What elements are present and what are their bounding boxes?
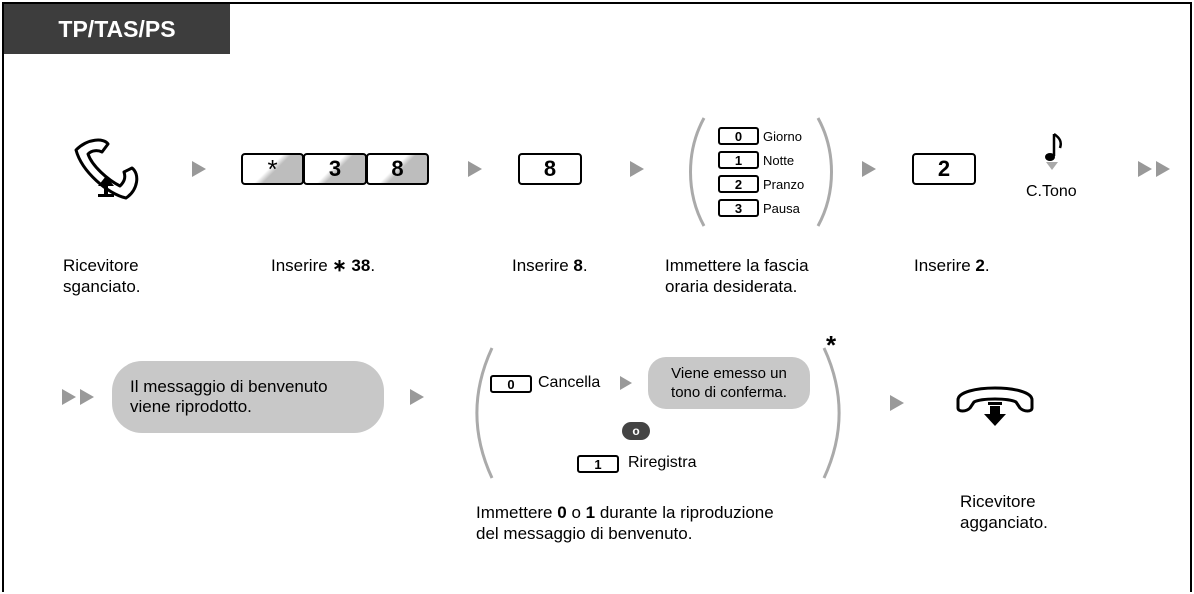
caption-text: . bbox=[370, 256, 376, 275]
caption-text: . bbox=[984, 256, 990, 275]
key-8-single: 8 bbox=[518, 153, 582, 185]
next-arrow bbox=[192, 161, 206, 177]
key-0: 0 bbox=[718, 127, 759, 145]
key-1: 1 bbox=[718, 151, 759, 169]
continue-arrow bbox=[80, 389, 94, 405]
caption-bold: 2 bbox=[975, 256, 985, 275]
next-arrow bbox=[630, 161, 644, 177]
footnote-asterisk: * bbox=[826, 330, 837, 360]
key-3: 3 bbox=[303, 153, 367, 185]
tone-label: C.Tono bbox=[1026, 183, 1077, 200]
option-parentheses bbox=[475, 347, 841, 479]
greeting-text: Il messaggio di benvenuto viene riprodot… bbox=[130, 377, 328, 417]
option-giorno: 0 Giorno bbox=[718, 124, 804, 148]
next-arrow bbox=[862, 161, 876, 177]
caption-line: Ricevitore bbox=[63, 256, 139, 275]
caption-line: agganciato. bbox=[960, 513, 1048, 532]
time-mode-options: 0 Giorno 1 Notte 2 Pranzo 3 Pausa bbox=[718, 124, 804, 220]
option-label: Notte bbox=[763, 152, 795, 168]
key-star: * bbox=[241, 153, 304, 185]
option-label: Pranzo bbox=[763, 176, 805, 192]
next-arrow bbox=[410, 389, 424, 405]
option-rerecord-label: Riregistra bbox=[628, 454, 697, 471]
option-label: Giorno bbox=[763, 128, 803, 144]
continue-arrow bbox=[1138, 161, 1152, 177]
option-label: Pausa bbox=[763, 200, 800, 216]
key-0: 0 bbox=[490, 375, 532, 393]
caption-line: del messaggio di benvenuto. bbox=[476, 524, 693, 543]
option-pranzo: 2 Pranzo bbox=[718, 172, 804, 196]
option-parentheses bbox=[689, 117, 833, 227]
pill-line: Il messaggio di benvenuto bbox=[130, 377, 328, 396]
caption-enter-8: Inserire 8. bbox=[512, 255, 588, 276]
option-notte: 1 Notte bbox=[718, 148, 804, 172]
greeting-playback-pill: Il messaggio di benvenuto viene riprodot… bbox=[112, 361, 384, 433]
caption-enter-star38: Inserire ∗ 38. bbox=[271, 255, 375, 276]
caption-enter-2: Inserire 2. bbox=[914, 255, 990, 276]
caption-bold: 1 bbox=[585, 503, 596, 522]
music-note-icon bbox=[1045, 132, 1062, 170]
or-badge: o bbox=[622, 422, 650, 440]
caption-text: Inserire bbox=[914, 256, 976, 275]
pill-line: viene riprodotto. bbox=[130, 397, 252, 416]
key-1: 1 bbox=[577, 455, 619, 473]
caption-text: durante la riproduzione bbox=[595, 503, 774, 522]
continue-arrow bbox=[62, 389, 76, 405]
handset-on-hook-icon bbox=[956, 386, 1034, 426]
next-arrow bbox=[620, 376, 632, 390]
confirm-text: Viene emesso un tono di conferma. bbox=[671, 364, 787, 402]
caption-line: Ricevitore bbox=[960, 492, 1036, 511]
handset-off-hook-icon bbox=[74, 138, 139, 200]
caption-text: Immettere bbox=[476, 503, 558, 522]
caption-text: o bbox=[566, 503, 586, 522]
caption-onhook: Ricevitore agganciato. bbox=[960, 491, 1048, 533]
caption-text: Inserire bbox=[512, 256, 574, 275]
key-3: 3 bbox=[718, 199, 759, 217]
next-arrow bbox=[468, 161, 482, 177]
caption-line: Immettere la fascia bbox=[665, 256, 809, 275]
caption-text: Inserire bbox=[271, 256, 333, 275]
caption-bold: 0 bbox=[557, 503, 567, 522]
pill-line: Viene emesso un bbox=[671, 365, 787, 382]
option-delete-label: Cancella bbox=[538, 374, 601, 391]
next-arrow bbox=[890, 395, 904, 411]
caption-enter-0-or-1: Immettere 0 o 1 durante la riproduzione … bbox=[476, 502, 774, 544]
caption-line: Immettere 0 o 1 durante la riproduzione bbox=[476, 502, 774, 523]
page-title: TP/TAS/PS bbox=[4, 4, 230, 54]
pill-line: tono di conferma. bbox=[671, 384, 787, 401]
caption-offhook: Ricevitore sganciato. bbox=[63, 255, 141, 297]
key-8: 8 bbox=[366, 153, 429, 185]
caption-line: oraria desiderata. bbox=[665, 277, 798, 296]
caption-bold: ∗ 38 bbox=[332, 256, 371, 275]
caption-bold: 8 bbox=[573, 256, 583, 275]
key-2-single: 2 bbox=[912, 153, 976, 185]
option-pausa: 3 Pausa bbox=[718, 196, 804, 220]
key-2: 2 bbox=[718, 175, 759, 193]
continue-arrow bbox=[1156, 161, 1170, 177]
caption-time-mode: Immettere la fascia oraria desiderata. bbox=[665, 255, 809, 297]
confirm-tone-pill: Viene emesso un tono di conferma. bbox=[648, 357, 810, 409]
caption-line: sganciato. bbox=[63, 277, 141, 296]
caption-text: . bbox=[582, 256, 588, 275]
